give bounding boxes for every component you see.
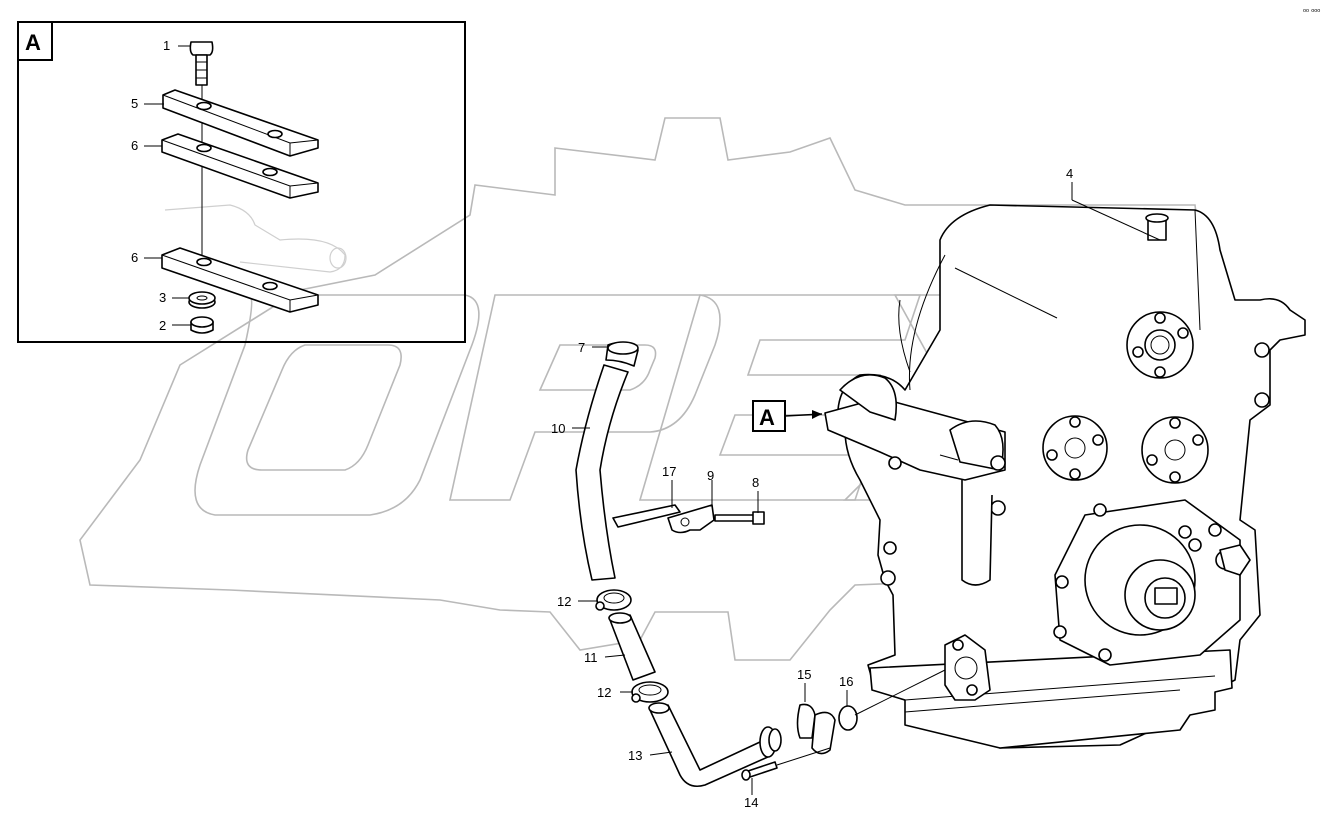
screw <box>714 511 765 525</box>
callout-10: 10 <box>551 421 565 436</box>
callout-17: 17 <box>662 464 676 479</box>
detail-marker-a: A <box>752 400 823 432</box>
callout-9: 9 <box>707 468 714 483</box>
callout-6-upper: 6 <box>131 138 138 153</box>
callout-15: 15 <box>797 667 811 682</box>
hose-clamp-lower <box>631 681 669 703</box>
callout-14: 14 <box>744 795 758 810</box>
flange-bolt <box>741 761 778 781</box>
detail-label: A <box>25 30 41 55</box>
detail-box-a: A <box>17 21 466 343</box>
callout-16: 16 <box>839 674 853 689</box>
watermark-gear <box>79 117 1211 661</box>
hose-upper <box>575 341 639 581</box>
detail-label-box <box>17 21 53 61</box>
plate-top <box>162 89 319 157</box>
callout-13: 13 <box>628 748 642 763</box>
nut <box>190 316 214 334</box>
watermark-letter-o <box>194 294 480 516</box>
breather <box>1145 213 1169 241</box>
callout-12-lower: 12 <box>597 685 611 700</box>
o-ring <box>838 705 858 731</box>
mounting-bracket <box>824 374 1006 586</box>
bolt <box>189 41 214 86</box>
flange-top <box>1126 311 1194 379</box>
callout-5: 5 <box>131 96 138 111</box>
callout-3: 3 <box>159 290 166 305</box>
main-assembly: A <box>551 166 1306 810</box>
clamp-bracket <box>667 504 715 534</box>
corner-mark: ᵒᵒ ᵒᵒᵒ <box>1303 7 1320 16</box>
output-flange <box>1053 499 1251 666</box>
flange-left <box>1042 415 1108 481</box>
detail-ghost-hole <box>329 247 347 269</box>
callout-4: 4 <box>1066 166 1073 181</box>
plate-lower <box>161 247 319 313</box>
callout-12-upper: 12 <box>557 594 571 609</box>
clip-plate <box>612 504 681 528</box>
watermark-letter-p <box>449 294 721 501</box>
callout-11: 11 <box>584 650 598 665</box>
callout-8: 8 <box>752 475 759 490</box>
callout-2: 2 <box>159 318 166 333</box>
callout-1: 1 <box>163 38 170 53</box>
callout-6-lower: 6 <box>131 250 138 265</box>
pipe-elbow <box>648 702 782 788</box>
split-flange <box>796 703 836 755</box>
detail-frame <box>17 21 466 343</box>
washer <box>188 291 216 309</box>
port-flange <box>944 634 991 701</box>
hose-lower <box>608 612 656 681</box>
hose-clamp-upper <box>595 589 632 611</box>
plate-middle <box>161 133 319 199</box>
detail-marker-label: A <box>759 405 775 430</box>
callout-7: 7 <box>578 340 585 355</box>
flange-right <box>1141 416 1209 484</box>
